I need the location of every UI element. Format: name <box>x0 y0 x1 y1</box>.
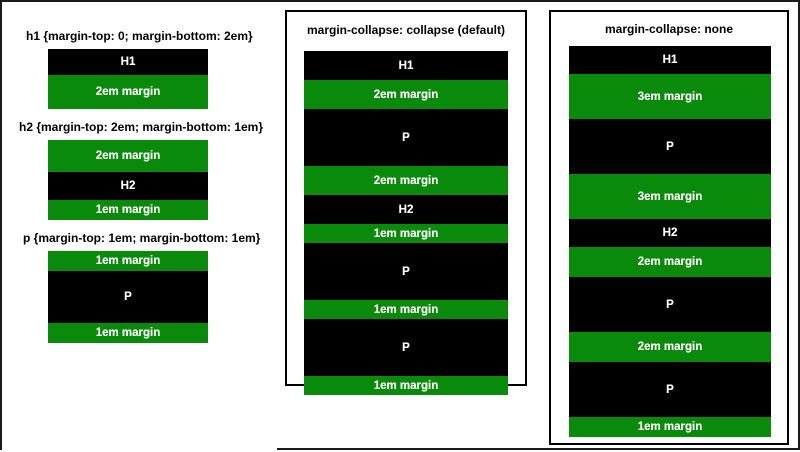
content-box-band: P <box>569 277 771 332</box>
band-label: P <box>402 341 410 354</box>
band-label: 2em margin <box>373 88 439 101</box>
margin-band: 2em margin <box>48 75 208 109</box>
band-label: P <box>402 131 410 144</box>
band-label: P <box>666 140 674 153</box>
band-label: 2em margin <box>637 341 703 353</box>
content-box-band: P <box>304 243 508 300</box>
band-label: 1em margin <box>373 379 439 392</box>
margin-band: 2em margin <box>304 166 508 195</box>
band-label: 1em margin <box>95 255 161 267</box>
margin-band: 2em margin <box>304 80 508 109</box>
content-box-band: H2 <box>569 219 771 247</box>
band-label: P <box>402 265 410 278</box>
content-box-band: P <box>48 271 208 323</box>
band-label: 1em margin <box>637 421 703 433</box>
margin-band: 1em margin <box>48 323 208 343</box>
content-box-band: P <box>569 119 771 174</box>
margin-band: 1em margin <box>48 251 208 271</box>
band-label: 1em margin <box>95 327 161 339</box>
band-label: P <box>666 298 674 311</box>
band-label: 1em margin <box>373 227 439 240</box>
band-label: 2em margin <box>95 150 161 162</box>
band-label: H1 <box>398 59 414 72</box>
content-box-band: H1 <box>569 46 771 74</box>
band-label: P <box>124 291 132 303</box>
band-label: H1 <box>120 56 136 68</box>
content-box-band: H2 <box>304 195 508 224</box>
margin-band: 1em margin <box>304 300 508 319</box>
band-label: 3em margin <box>637 90 703 103</box>
band-label: 2em margin <box>637 256 703 268</box>
margin-band: 3em margin <box>569 174 771 219</box>
panel-title-none: margin-collapse: none <box>604 22 734 36</box>
band-label: 2em margin <box>95 86 161 98</box>
band-label: H2 <box>398 203 414 216</box>
margin-band: 1em margin <box>48 200 208 220</box>
band-label: P <box>666 383 674 396</box>
margin-band: 3em margin <box>569 74 771 119</box>
band-label: H1 <box>662 54 678 66</box>
margin-band: 1em margin <box>304 224 508 243</box>
band-label: 2em margin <box>373 174 439 187</box>
panel-title-collapse: margin-collapse: collapse (default) <box>306 23 506 37</box>
content-box-band: P <box>304 109 508 166</box>
element-margin-key: h1 {margin-top: 0; margin-bottom: 2em} H… <box>2 2 277 452</box>
key-label-h2: h2 {margin-top: 2em; margin-bottom: 1em} <box>19 120 264 134</box>
key-label-p: p {margin-top: 1em; margin-bottom: 1em} <box>23 231 261 245</box>
margin-band: 2em margin <box>569 247 771 277</box>
band-label: H2 <box>120 180 136 192</box>
band-label: H2 <box>662 227 678 239</box>
key-stack-h1: H1 2em margin <box>48 49 208 109</box>
band-label: 1em margin <box>95 204 161 216</box>
content-box-band: P <box>304 319 508 376</box>
panel-margin-collapse-default: margin-collapse: collapse (default) H1 2e… <box>285 10 527 395</box>
band-label: 1em margin <box>373 303 439 316</box>
margin-band: 1em margin <box>569 417 771 437</box>
content-box-band: P <box>569 362 771 417</box>
content-box-band: H1 <box>48 49 208 75</box>
key-label-h1: h1 {margin-top: 0; margin-bottom: 2em} <box>26 29 253 43</box>
content-box-band: H1 <box>304 51 508 80</box>
margin-band: 1em margin <box>304 376 508 395</box>
content-box-band: H2 <box>48 172 208 200</box>
margin-band: 2em margin <box>48 140 208 172</box>
margin-band: 2em margin <box>569 332 771 362</box>
band-label: 3em margin <box>637 190 703 203</box>
